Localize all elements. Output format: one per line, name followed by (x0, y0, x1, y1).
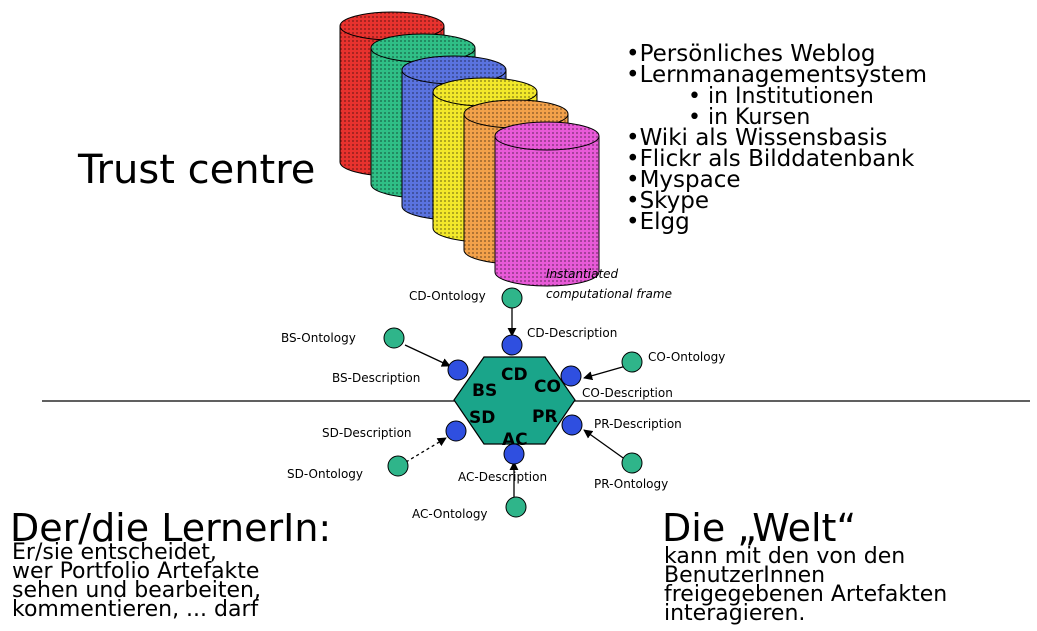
ontology-nodes (383, 287, 643, 518)
ontology-label-cd: CD-Ontology (409, 289, 486, 303)
world-line: freigegebenen Artefakten (664, 582, 948, 607)
ontology-label-pr: PR-Ontology (594, 477, 668, 491)
service-item: •Flickr als Bilddatenbank (626, 146, 915, 172)
frame-label-line2: computational frame (546, 287, 672, 301)
description-label-sd: SD-Description (322, 426, 412, 440)
learner-line: Er/sie entscheidet, (12, 540, 217, 565)
description-node-cd (501, 334, 523, 356)
ontology-label-bs: BS-Ontology (281, 331, 356, 345)
service-item: •Myspace (626, 167, 741, 193)
description-node-pr (561, 414, 583, 436)
description-label-co: CO-Description (582, 386, 673, 400)
world-line: kann mit den von den (664, 544, 906, 569)
description-label-bs: BS-Description (332, 371, 420, 385)
connector-arrows (404, 308, 627, 502)
description-node-ac (503, 443, 525, 465)
service-sub-item: • in Institutionen (688, 84, 874, 109)
hex-label-cd: CD (501, 365, 528, 385)
world-heading: Die „Welt“ (662, 506, 857, 550)
database-stack (339, 11, 600, 287)
service-item: •Wiki als Wissensbasis (626, 125, 888, 151)
description-node-bs (447, 359, 469, 381)
service-item: •Lernmanagementsystem (626, 62, 927, 88)
hex-label-sd: SD (469, 408, 495, 428)
frame-label-line1: Instantiated (546, 267, 619, 281)
ontology-label-sd: SD-Ontology (287, 467, 363, 481)
ontology-label-co: CO-Ontology (648, 350, 725, 364)
world-text: kann mit den von den BenutzerInnen freig… (664, 544, 948, 626)
learner-line: sehen und bearbeiten, (12, 578, 261, 603)
learner-line: kommentieren, ... darf (12, 597, 259, 622)
description-label-cd: CD-Description (527, 326, 617, 340)
description-label-pr: PR-Description (594, 417, 682, 431)
learner-text: Er/sie entscheidet, wer Portfolio Artefa… (12, 540, 261, 622)
learner-line: wer Portfolio Artefakte (12, 559, 260, 584)
ontology-node-co (621, 351, 643, 373)
database-cylinder (494, 121, 600, 287)
description-node-sd (445, 420, 467, 442)
service-item: •Skype (626, 188, 710, 214)
service-item: •Elgg (626, 209, 690, 235)
arrow-bs (404, 344, 451, 367)
service-item: •Persönliches Weblog (626, 41, 876, 67)
world-line: interagieren. (664, 601, 806, 626)
ontology-node-cd (501, 287, 523, 309)
description-label-ac: AC-Description (458, 470, 547, 484)
description-node-co (560, 365, 582, 387)
description-nodes (445, 334, 583, 465)
hex-label-co: CO (534, 377, 561, 397)
arrow-co (583, 365, 627, 381)
ontology-node-bs (383, 327, 405, 349)
arrow-pr (583, 429, 627, 461)
ontology-label-ac: AC-Ontology (412, 507, 488, 521)
portfolio-hexagon (453, 356, 576, 445)
service-sub-item: • in Kursen (688, 105, 811, 130)
hex-label-bs: BS (472, 381, 497, 401)
hex-label-ac: AC (502, 430, 528, 450)
world-line: BenutzerInnen (664, 563, 826, 588)
service-list: •Persönliches Weblog•Lernmanagementsyste… (626, 41, 927, 235)
ontology-node-sd (387, 455, 409, 477)
hex-label-pr: PR (532, 407, 558, 427)
learner-heading: Der/die LernerIn: (10, 506, 332, 550)
trust-centre-title: Trust centre (78, 147, 316, 193)
ontology-node-ac (505, 496, 527, 518)
ontology-node-pr (621, 452, 643, 474)
arrow-sd (405, 437, 447, 463)
